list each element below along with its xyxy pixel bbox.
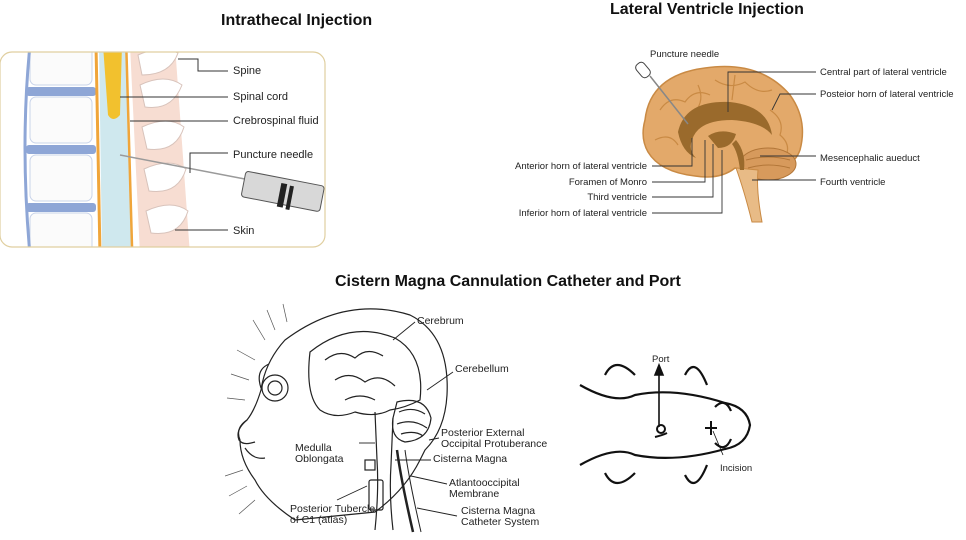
label-ventricle-needle: Puncture needle bbox=[650, 49, 719, 60]
label-spinal-cord: Spinal cord bbox=[233, 91, 288, 103]
ventricle-puncture-needle bbox=[635, 61, 689, 125]
rat-port-diagram: Port Incision bbox=[579, 354, 752, 485]
label-mesencephalic: Mesencephalic aueduct bbox=[820, 153, 920, 164]
vertebra bbox=[29, 52, 93, 247]
label-anterior-horn: Anterior horn of lateral ventricle bbox=[515, 161, 647, 172]
port bbox=[656, 424, 666, 434]
lateral-ventricle bbox=[678, 101, 772, 158]
spinal-cord bbox=[103, 52, 122, 119]
intervertebral-disc bbox=[26, 87, 96, 212]
label-membrane-1: Atlantooccipital bbox=[449, 477, 520, 489]
label-skin: Skin bbox=[233, 225, 254, 237]
label-inferior-horn: Inferior horn of lateral ventricle bbox=[519, 208, 647, 219]
label-port: Port bbox=[652, 354, 670, 365]
label-csf: Crebrospinal fluid bbox=[233, 115, 319, 127]
label-cerebrum: Cerebrum bbox=[417, 315, 464, 327]
title-intrathecal: Intrathecal Injection bbox=[221, 12, 373, 29]
label-protuberance-2: Occipital Protuberance bbox=[441, 438, 547, 450]
monkey-head-outline bbox=[237, 308, 448, 521]
cisterna-diagram: Cerebrum Cerebellum Posterior External O… bbox=[225, 303, 547, 533]
label-puncture-needle: Puncture needle bbox=[233, 149, 313, 161]
catheter bbox=[395, 449, 415, 533]
label-spine: Spine bbox=[233, 65, 261, 77]
label-cerebellum: Cerebellum bbox=[455, 363, 509, 375]
label-tubercle-1: Posterior Tubercle bbox=[290, 503, 375, 515]
label-catheter-2: Catheter System bbox=[461, 516, 539, 528]
rat-body-outline bbox=[579, 384, 752, 466]
label-cisterna-magna: Cisterna Magna bbox=[433, 453, 507, 465]
label-protuberance-1: Posterior External bbox=[441, 427, 524, 439]
label-medulla-1: Medulla bbox=[295, 442, 332, 454]
label-central-part: Central part of lateral ventricle bbox=[820, 67, 947, 78]
label-catheter-1: Cisterna Magna bbox=[461, 505, 535, 517]
spinous-process bbox=[137, 52, 189, 235]
label-tubercle-2: of C1 (atlas) bbox=[290, 514, 347, 526]
title-cisterna-magna: Cistern Magna Cannulation Catheter and P… bbox=[335, 273, 681, 290]
intrathecal-diagram: Spine Spinal cord Crebrospinal fluid Pun… bbox=[0, 51, 326, 248]
port-arrow bbox=[653, 362, 665, 427]
label-third-ventricle: Third ventricle bbox=[587, 192, 647, 203]
label-fourth-ventricle: Fourth ventricle bbox=[820, 177, 885, 188]
ventricle-diagram: Puncture needle Central part of lateral … bbox=[515, 49, 954, 223]
label-membrane-2: Membrane bbox=[449, 488, 499, 500]
label-incision: Incision bbox=[720, 463, 752, 474]
label-medulla-2: Oblongata bbox=[295, 453, 344, 465]
puncture-needle bbox=[119, 154, 325, 212]
brainstem bbox=[735, 167, 763, 223]
label-posterior-horn: Posteior horn of lateral ventricle bbox=[820, 89, 954, 100]
incision-mark bbox=[705, 421, 717, 435]
title-lateral-ventricle: Lateral Ventricle Injection bbox=[610, 1, 804, 18]
label-foramen: Foramen of Monro bbox=[569, 177, 647, 188]
